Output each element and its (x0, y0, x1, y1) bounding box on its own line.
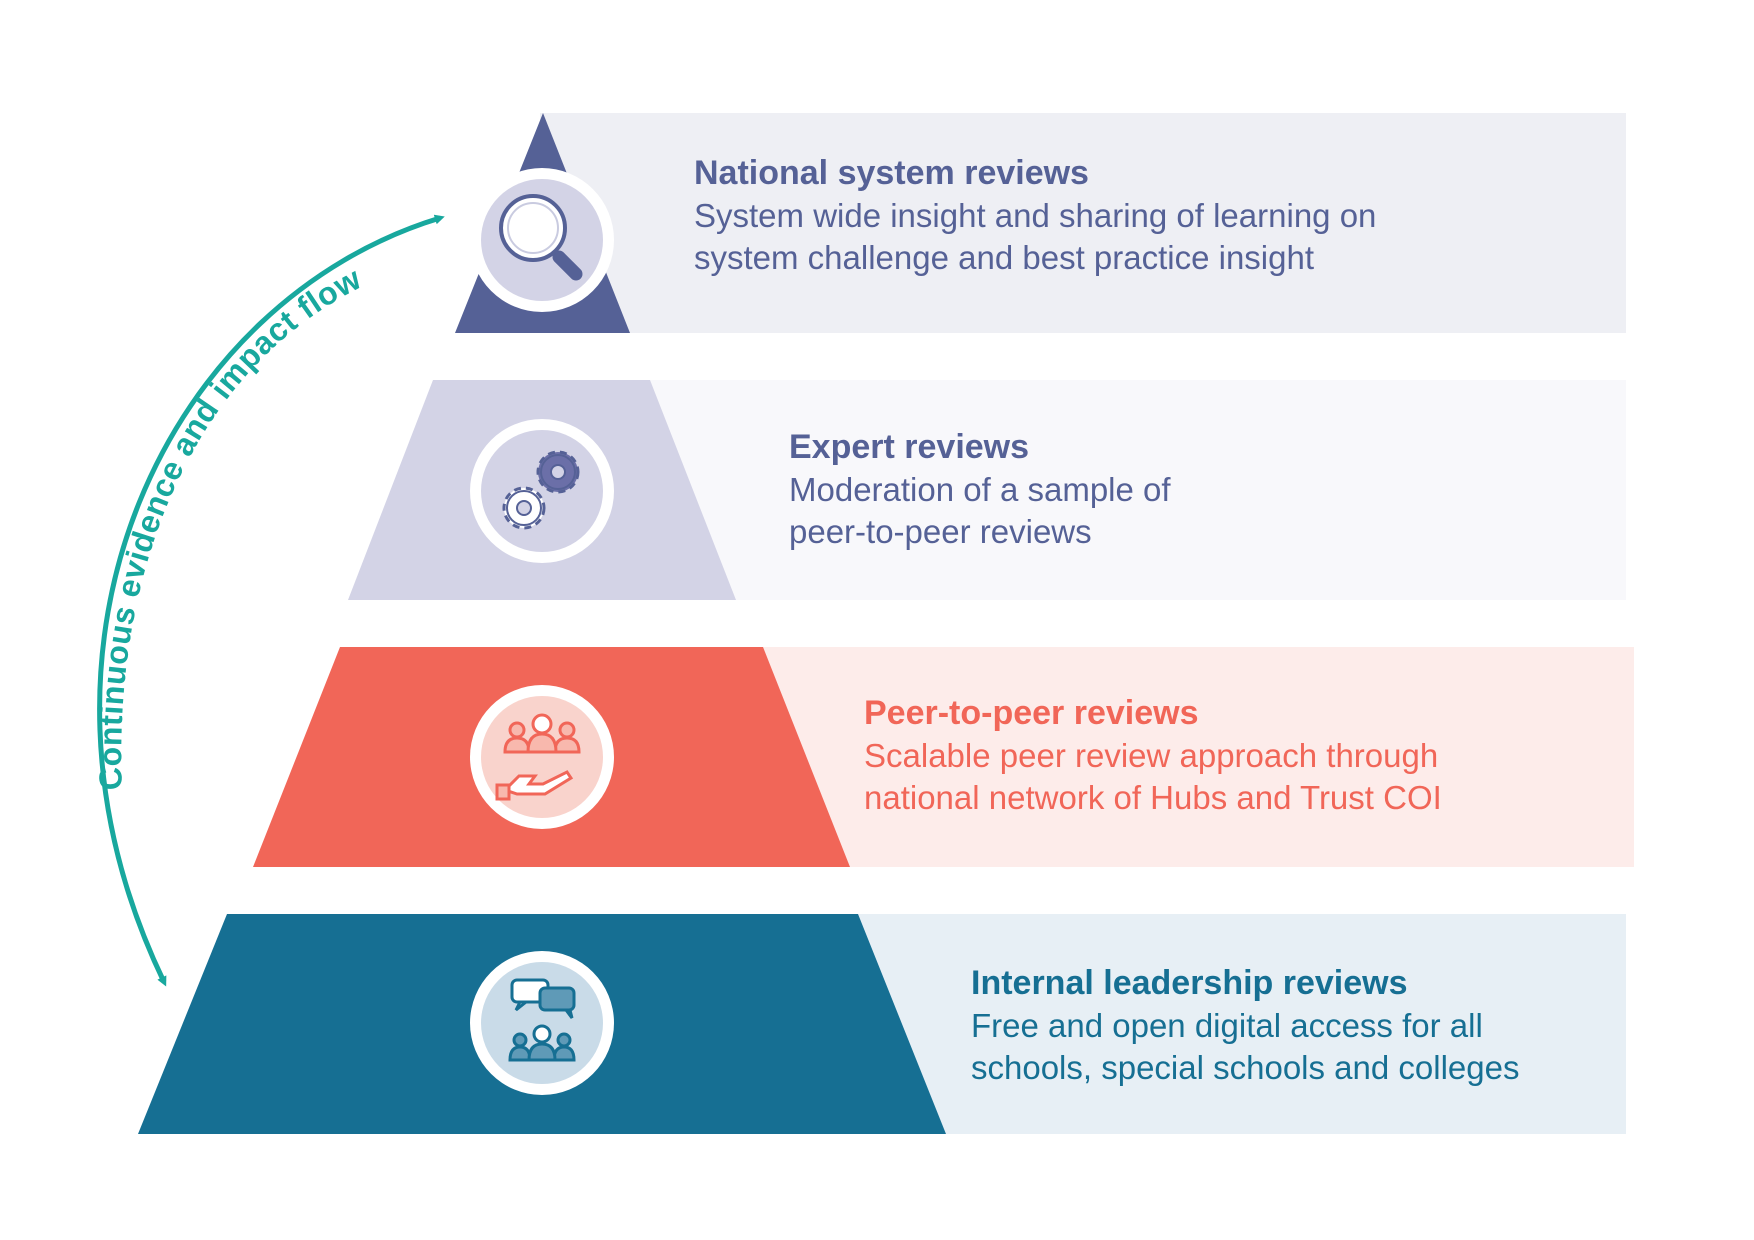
flow-arrow (97, 214, 445, 987)
tier-1-desc-line-1: System wide insight and sharing of learn… (694, 197, 1376, 234)
tier-2-icon-badge (470, 419, 614, 563)
tier-2-desc-line-1: Moderation of a sample of (789, 471, 1171, 508)
gears-icon (502, 450, 580, 530)
tier-1-band (540, 113, 1626, 333)
tier-2-title: Expert reviews (789, 428, 1029, 466)
tier-3-band (740, 647, 1634, 867)
tier-1-icon-badge (470, 168, 614, 312)
magnifying-glass-icon (499, 194, 583, 281)
tier-4-desc-line-2: schools, special schools and colleges (971, 1049, 1519, 1086)
tier-3-desc-line-1: Scalable peer review approach through (864, 737, 1438, 774)
tier-2-desc-line-2: peer-to-peer reviews (789, 513, 1092, 550)
chat-people-icon (508, 978, 576, 1062)
tier-2-band (640, 380, 1626, 600)
tier-4-icon-badge (470, 951, 614, 1095)
tier-1-desc-line-2: system challenge and best practice insig… (694, 239, 1314, 276)
tier-3-desc-line-2: national network of Hubs and Trust COI (864, 779, 1442, 816)
tier-4-band (830, 914, 1626, 1134)
tier-4-desc-line-1: Free and open digital access for all (971, 1007, 1483, 1044)
tier-3-icon-badge (470, 685, 614, 829)
tier-1-title: National system reviews (694, 154, 1089, 192)
tier-3-title: Peer-to-peer reviews (864, 694, 1199, 732)
people-hand-icon (495, 713, 581, 801)
tier-4-title: Internal leadership reviews (971, 964, 1408, 1002)
